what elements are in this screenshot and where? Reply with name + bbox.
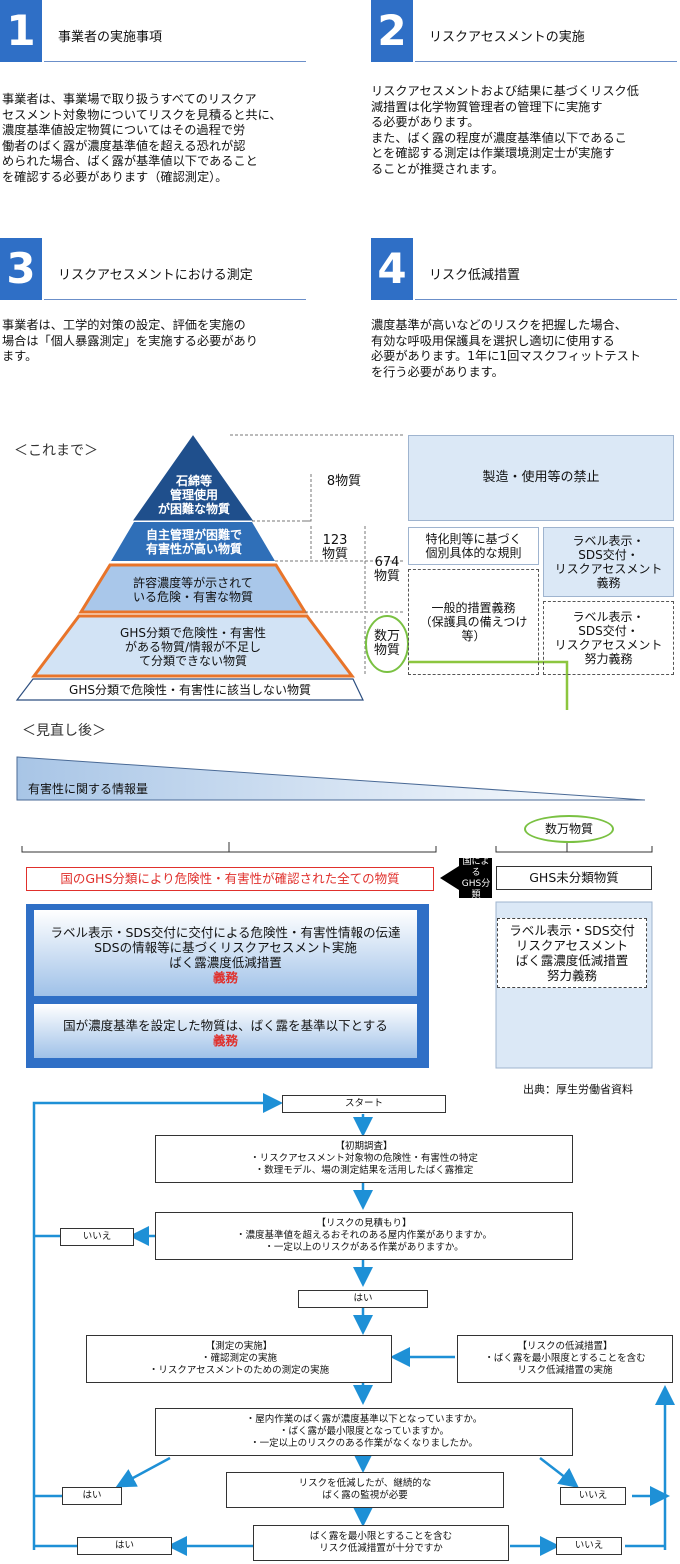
after-heading: ＜見直し後＞ — [22, 723, 106, 739]
tier-ghs-hazard — [31, 614, 355, 678]
before-heading: ＜これまで＞ — [14, 443, 98, 459]
tier-non-hazard — [15, 678, 364, 701]
flow-no-2: いいえ — [560, 1487, 626, 1505]
arrow-label: 国による GHS分類 — [461, 857, 491, 900]
section-number: 4 — [371, 238, 413, 300]
unclassified-label: GHS未分類物質 — [496, 866, 652, 890]
section-body: 濃度基準が高いなどのリスクを把握した場合、 有効な呼吸用保護具を選択し適切に使用… — [371, 318, 641, 379]
ghs-all-label: 国のGHS分類により危険性・有害性が確認された全ての物質 — [26, 867, 434, 891]
rule-label-effort: ラベル表示・ SDS交付・ リスクアセスメント 努力義務 — [543, 601, 674, 675]
tier-label-asbestos: 石綿等 管理使用 が困難な物質 — [157, 474, 230, 516]
divider — [44, 61, 306, 62]
duty-box-2-duty: 義務 — [212, 1033, 238, 1048]
section-body: リスクアセスメントおよび結果に基づくリスク低 減措置は化学物質管理者の管理下に実… — [371, 84, 639, 176]
section-title: リスク低減措置 — [429, 268, 521, 283]
count-8: 8物質 — [326, 474, 362, 489]
flow-yes-3: はい — [77, 1537, 172, 1555]
count-123: 123 物質 — [321, 533, 348, 562]
flow-no-1: いいえ — [60, 1228, 134, 1246]
divider — [415, 299, 677, 300]
bracket-8 — [305, 474, 312, 522]
section-number: 3 — [0, 238, 42, 300]
tier-label-self-managed: 自主管理が困難で 有害性が高い物質 — [145, 528, 242, 556]
section-number: 2 — [371, 0, 413, 62]
flow-no-3: いいえ — [556, 1537, 622, 1555]
divider — [415, 61, 677, 62]
green-connector — [408, 660, 569, 710]
source-label: 出典：厚生労働省資料 — [523, 1083, 633, 1096]
duty-box-1-text: ラベル表示・SDS交付に交付による危険性・有害性情報の伝達 SDSの情報等に基づ… — [50, 925, 401, 970]
section-number: 1 — [0, 0, 42, 62]
tier-label-permissible: 許容濃度等が示されて いる危険・有害な物質 — [132, 576, 253, 604]
flow-measurement: 【測定の実施】 ・確認測定の実施 ・リスクアセスメントのための測定の実施 — [86, 1335, 392, 1383]
flow-initial-survey: 【初期調査】 ・リスクアセスメント対象物の危険性・有害性の特定 ・数理モデル、場… — [155, 1135, 573, 1183]
count-674: 674 物質 — [373, 555, 400, 584]
flow-yes-2: はい — [62, 1487, 122, 1505]
info-wedge — [16, 756, 646, 801]
section-title: 事業者の実施事項 — [58, 30, 163, 45]
pyramid-diagram — [15, 434, 569, 710]
divider — [44, 299, 306, 300]
section-title: リスクアセスメントにおける測定 — [58, 268, 253, 283]
big-arrow — [440, 858, 492, 898]
rule-special: 特化則等に基づく 個別具体的な規則 — [408, 527, 539, 565]
duty-box-2: 国が濃度基準を設定した物質は、ばく露を基準以下とする 義務 — [34, 1006, 417, 1060]
flow-start: スタート — [282, 1095, 446, 1113]
flow-risk-reduction: 【リスクの低減措置】 ・ばく露を最小限度とすることを含む リスク低減措置の実施 — [457, 1335, 673, 1383]
duty-box-1-duty: 義務 — [212, 970, 238, 985]
flow-yes-1: はい — [298, 1290, 428, 1308]
bracket-unclassified — [495, 846, 653, 853]
info-label: 有害性に関する情報量 — [28, 782, 149, 796]
duty-box-1: ラベル表示・SDS交付に交付による危険性・有害性情報の伝達 SDSの情報等に基づ… — [34, 912, 417, 998]
rule-ban: 製造・使用等の禁止 — [408, 435, 674, 521]
section-body: 事業者は、事業場で取り扱うすべてのリスクア セスメント対象物についてリスクを見積… — [2, 92, 282, 184]
effort-box: ラベル表示・SDS交付 リスクアセスメント ばく露濃度低減措置 努力義務 — [497, 918, 647, 988]
flow-final: ばく露を最小限とすることを含む リスク低減措置が十分ですか — [253, 1525, 509, 1561]
many-substances-label: 数万物質 — [524, 815, 614, 843]
duty-box-2-bg — [34, 1004, 417, 1058]
tier-label-non-hazard: GHS分類で危険性・有害性に該当しない物質 — [69, 683, 311, 697]
flow-check: ・屋内作業のばく露が濃度基準以下となっていますか。 ・ばく露が最小限度となってい… — [155, 1408, 573, 1456]
flow-monitor: リスクを低減したが、継続的な ばく露の監視が必要 — [226, 1472, 504, 1508]
tier-label-ghs-hazard: GHS分類で危険性・有害性 がある物質/情報が不足し て分類できない物質 — [120, 626, 266, 668]
section-title: リスクアセスメントの実施 — [429, 30, 585, 45]
flow-risk-estimate: 【リスクの見積もり】 ・濃度基準値を超えるおそれのある屋内作業がありますか。 ・… — [155, 1212, 573, 1260]
rule-general: 一般的措置義務 （保護具の備えつけ 等） — [408, 569, 539, 675]
rule-label-duty: ラベル表示・ SDS交付・ リスクアセスメント 義務 — [543, 527, 674, 597]
duty-box-2-text: 国が濃度基準を設定した物質は、ばく露を基準以下とする — [63, 1018, 388, 1033]
section-body: 事業者は、工学的対策の設定、評価を実施の 場合は「個人暴露測定」を実施する必要が… — [2, 318, 258, 363]
duty-box-1-bg — [34, 910, 417, 996]
flowchart-arrows — [32, 1093, 675, 1556]
tier-asbestos — [133, 435, 253, 521]
count-many: 数万 物質 — [373, 629, 400, 658]
tier-self-managed — [111, 522, 275, 561]
